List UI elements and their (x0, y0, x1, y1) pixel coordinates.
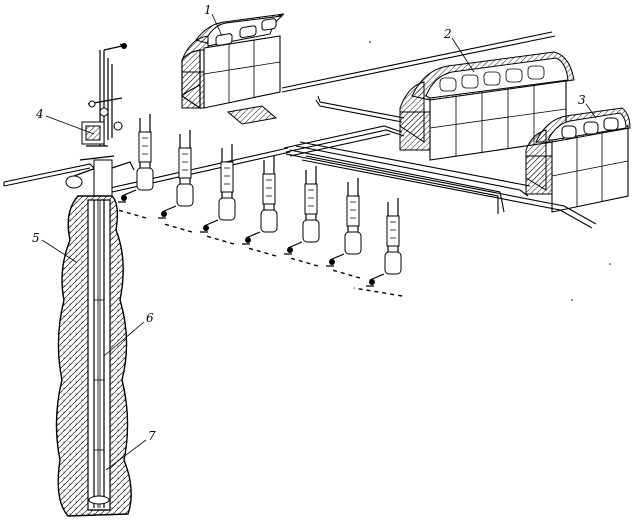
label-greenhouse-3: 3 (578, 93, 586, 107)
greenhouse-1-drain-grating (226, 105, 278, 125)
separator-7 (366, 198, 402, 287)
separator-3 (200, 144, 236, 233)
separators (118, 114, 402, 287)
well-casing (87, 199, 111, 511)
label-well-casing: 6 (146, 311, 154, 325)
speck (571, 299, 573, 301)
separator-4 (242, 156, 278, 245)
wellhead (65, 43, 135, 201)
label-well-bottom: 7 (148, 429, 156, 443)
label-rock-formation: 5 (32, 231, 40, 245)
label-wellhead: 4 (35, 107, 44, 121)
separator-1 (118, 114, 154, 203)
leader-lines (41, 13, 597, 471)
greenhouse-2 (399, 51, 575, 161)
separator-6 (326, 178, 362, 267)
separator-5 (284, 166, 320, 255)
greenhouse-3 (525, 107, 631, 213)
speck (609, 263, 611, 265)
discharge-dashes (117, 209, 403, 297)
speck (369, 41, 371, 43)
label-greenhouse-2: 2 (443, 27, 452, 41)
greenhouse-1 (181, 13, 285, 125)
separator-2 (158, 130, 194, 219)
distribution-pipes (3, 31, 597, 229)
label-greenhouse-1: 1 (204, 3, 212, 17)
